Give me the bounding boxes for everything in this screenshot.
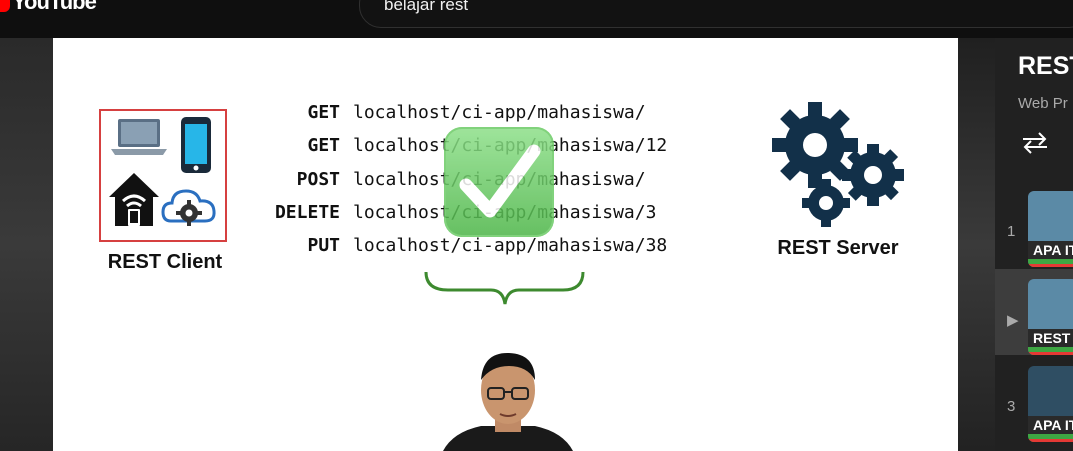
thumbnail-caption: APA IT: [1028, 241, 1073, 259]
playlist-panel: REST Web Pr 1 APA IT ▶ REST 3 APA IT: [995, 38, 1073, 451]
playlist-item[interactable]: 3 APA IT: [995, 356, 1073, 442]
search-input[interactable]: belajar rest: [384, 0, 469, 14]
rest-client-box: [99, 109, 227, 242]
now-playing-icon: ▶: [1007, 312, 1019, 329]
playlist-item-index: 1: [1007, 223, 1016, 240]
presenter-avatar: [443, 352, 573, 451]
play-logo-icon: [0, 0, 10, 12]
video-thumbnail[interactable]: APA IT: [1028, 191, 1073, 267]
route-url: localhost/ci-app/mahasiswa/38: [353, 235, 668, 256]
cloud-settings-icon: [161, 189, 216, 226]
video-player[interactable]: REST Client GET localhost/ci-app/mahasis…: [0, 38, 995, 451]
player-left-border: [0, 38, 53, 451]
route-url: localhost/ci-app/mahasiswa/: [353, 102, 646, 123]
playlist-subtitle[interactable]: Web Pr: [1018, 95, 1068, 112]
playlist-title[interactable]: REST: [1018, 52, 1073, 80]
checkmark-icon: [444, 127, 554, 237]
http-method: GET: [307, 102, 340, 123]
http-method: GET: [307, 135, 340, 156]
playlist-item[interactable]: 1 APA IT: [995, 181, 1073, 267]
phone-icon: [181, 117, 211, 173]
player-right-border: [958, 38, 995, 451]
playlist-item-current[interactable]: ▶ REST: [995, 269, 1073, 355]
gears-icon: [772, 102, 904, 227]
watched-progress: [1028, 439, 1073, 442]
rest-client-label: REST Client: [107, 251, 223, 273]
http-method: POST: [296, 169, 340, 190]
loop-icon[interactable]: [1019, 130, 1051, 156]
thumbnail-caption: APA IT: [1028, 416, 1073, 434]
playlist-item-index: 3: [1007, 398, 1016, 415]
video-thumbnail[interactable]: REST: [1028, 279, 1073, 355]
top-bar: YouTube belajar rest: [0, 0, 1073, 38]
search-box[interactable]: belajar rest: [359, 0, 1073, 28]
watched-progress: [1028, 352, 1073, 355]
curly-brace-icon: [424, 271, 585, 305]
http-method: PUT: [307, 235, 340, 256]
watched-progress: [1028, 264, 1073, 267]
http-method: DELETE: [274, 202, 340, 223]
rest-server-label: REST Server: [777, 237, 899, 259]
thumbnail-caption: REST: [1028, 329, 1073, 347]
video-frame[interactable]: REST Client GET localhost/ci-app/mahasis…: [53, 38, 958, 451]
logo-text: YouTube: [12, 0, 97, 14]
laptop-icon: [111, 119, 167, 155]
smart-home-icon: [109, 173, 159, 226]
video-thumbnail[interactable]: APA IT: [1028, 366, 1073, 442]
youtube-logo[interactable]: YouTube: [0, 0, 97, 16]
client-devices-icon: [109, 117, 216, 226]
